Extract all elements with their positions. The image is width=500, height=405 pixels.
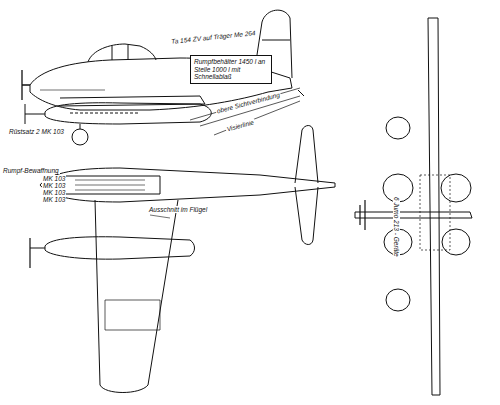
line-label: obere Sichtverbindung (215, 91, 282, 115)
weapon-label: MK 103 (42, 196, 66, 203)
line-label: Visierlinie (225, 118, 256, 132)
plan-view (30, 126, 335, 393)
group-label: Rumpf-Bewaffnung (2, 167, 60, 174)
weapon-label: MK 103 (42, 189, 66, 196)
part-label: 6 Jumo 213 - Geräte (393, 196, 400, 258)
title-label: Ta 154 ZV auf Träger Me 264 (170, 29, 257, 45)
side-view (22, 10, 304, 145)
part-label: Rüstsatz 2 MK 103 (8, 128, 65, 135)
part-label: Ausschnitt im Flügel (148, 206, 208, 213)
weapon-label: MK 103 (42, 175, 66, 182)
front-view (355, 18, 472, 395)
note-text: Rumpfbehälter 1450 l an Stelle 1000 l mi… (194, 58, 268, 81)
note-box: Rumpfbehälter 1450 l an Stelle 1000 l mi… (190, 55, 272, 84)
weapon-label: MK 103 (42, 182, 66, 189)
